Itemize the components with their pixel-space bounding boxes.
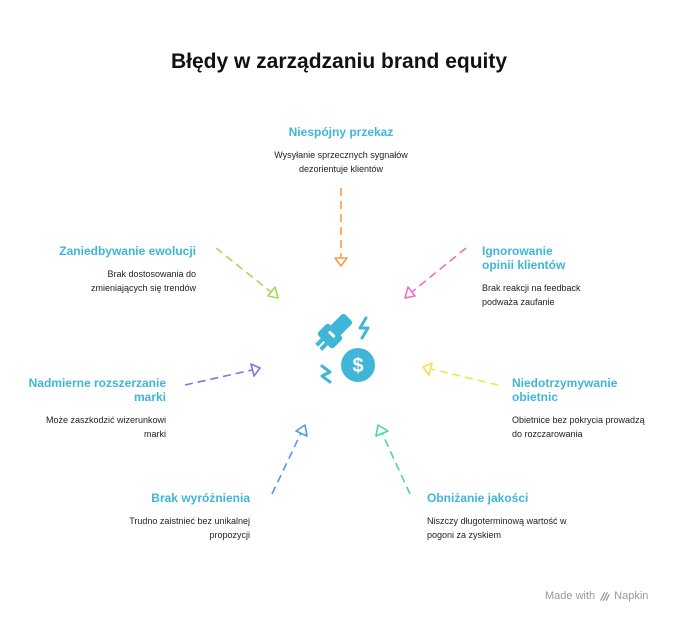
item-desc: Trudno zaistnieć bez unikalnej propozycj… xyxy=(129,516,250,540)
item-zaniedbywanie-ewolucji: Zaniedbywanie ewolucji Brak dostosowania… xyxy=(46,244,196,295)
item-desc: Może zaszkodzić wizerunkowi marki xyxy=(45,415,166,439)
item-brak-wyroznienia: Brak wyróżnienia Trudno zaistnieć bez un… xyxy=(90,491,250,542)
item-desc: Brak reakcji na feedback podważa zaufani… xyxy=(482,283,581,307)
napkin-logo-icon xyxy=(600,591,610,601)
item-desc: Obietnice bez pokrycia prowadzą do rozcz… xyxy=(512,415,645,439)
arrow-nadmierne-rozszerzanie xyxy=(184,363,261,386)
item-nadmierne-rozszerzanie: Nadmierne rozszerzanie marki Może zaszko… xyxy=(16,376,166,441)
arrow-niedotrzymywanie-obietnic xyxy=(422,362,499,386)
item-ignorowanie-opinii: Ignorowanie opinii klientów Brak reakcji… xyxy=(482,244,622,309)
napkin-brand: Napkin xyxy=(614,590,649,602)
made-with-napkin[interactable]: Made with Napkin xyxy=(545,590,648,602)
item-title: Ignorowanie opinii klientów xyxy=(482,244,566,272)
made-with-label: Made with xyxy=(545,590,596,602)
item-title: Brak wyróżnienia xyxy=(151,491,250,505)
item-desc: Brak dostosowania do zmieniających się t… xyxy=(90,269,196,293)
page-title: Błędy w zarządzaniu brand equity xyxy=(170,50,508,73)
item-title: Zaniedbywanie ewolucji xyxy=(59,244,196,258)
item-title: Niespójny przekaz xyxy=(288,125,394,139)
arrow-zaniedbywanie-ewolucji xyxy=(215,247,279,299)
item-niespojny-przekaz: Niespójny przekaz Wysyłanie sprzecznych … xyxy=(241,125,441,176)
item-desc: Niszczy długoterminową wartość w pogoni … xyxy=(427,516,567,540)
item-desc: Wysyłanie sprzecznych sygnałów dezorient… xyxy=(274,150,408,174)
item-obnizanie-jakosci: Obniżanie jakości Niszczy długoterminową… xyxy=(427,491,587,542)
item-niedotrzymywanie-obietnic: Niedotrzymywanie obietnic Obietnice bez … xyxy=(512,376,662,441)
svg-text:$: $ xyxy=(352,355,363,377)
item-title: Nadmierne rozszerzanie marki xyxy=(28,376,166,404)
arrow-brak-wyroznienia xyxy=(271,424,308,495)
arrow-obnizanie-jakosci xyxy=(375,424,411,495)
arrow-niespojny-przekaz xyxy=(334,188,348,267)
item-title: Obniżanie jakości xyxy=(427,491,529,505)
arrow-ignorowanie-opinii xyxy=(404,247,467,299)
plug-dollar-icon: $ xyxy=(315,313,375,384)
item-title: Niedotrzymywanie obietnic xyxy=(512,376,618,404)
